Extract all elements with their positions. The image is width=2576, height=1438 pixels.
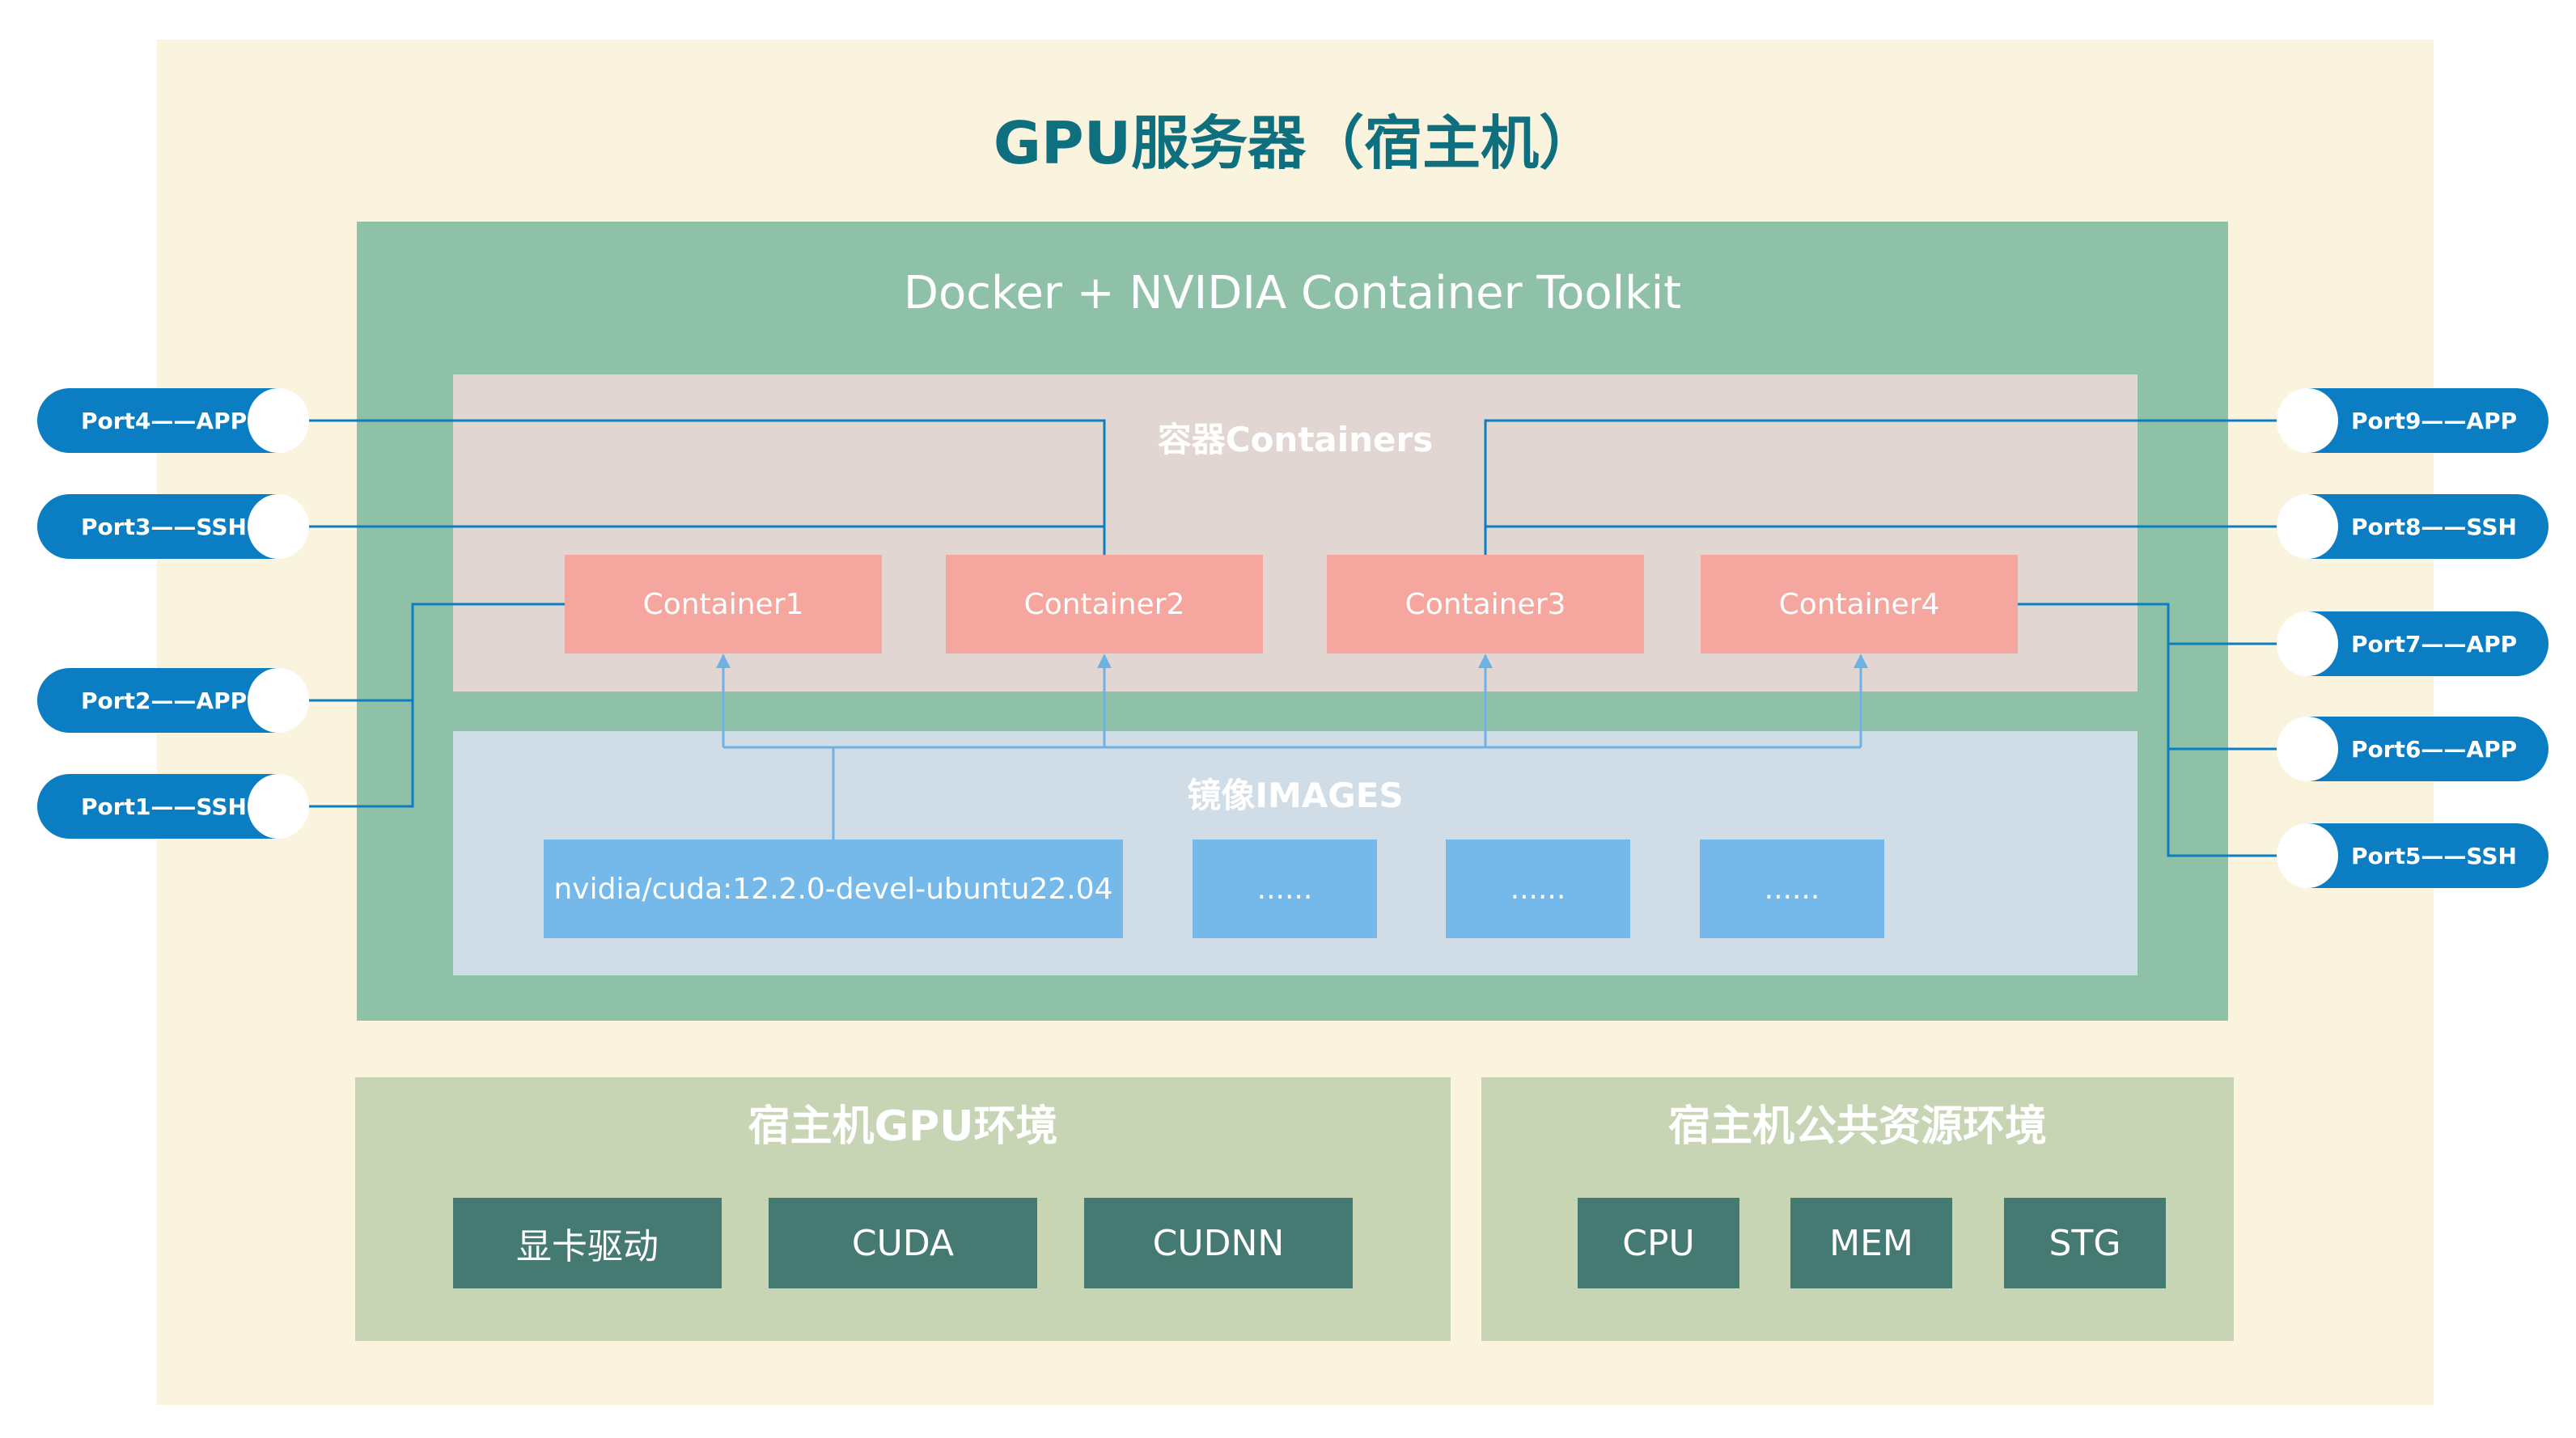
common-env-title: 宿主机公共资源环境: [1667, 1102, 2047, 1151]
image-box-placeholder-3: ......: [1700, 840, 1884, 938]
port-label: Port8——SSH: [2351, 513, 2517, 540]
container-box-3: Container3: [1327, 555, 1644, 653]
image-box-placeholder-1: ......: [1193, 840, 1377, 938]
port-3-ssh: Port3——SSH: [37, 494, 309, 559]
port-label: Port2——APP: [81, 687, 248, 714]
docker-title: Docker + NVIDIA Container Toolkit: [903, 267, 1682, 319]
port-label: Port1——SSH: [81, 793, 247, 820]
port-6-app: Port6——APP: [2277, 717, 2548, 781]
gpu-env-item-driver: 显卡驱动: [453, 1198, 722, 1288]
image-connectors: [716, 653, 1868, 840]
containers-title: 容器Containers: [1157, 420, 1434, 459]
common-env-item-cpu: CPU: [1578, 1198, 1739, 1288]
container-box-2: Container2: [946, 555, 1263, 653]
gpu-env-item-cuda: CUDA: [769, 1198, 1037, 1288]
port-2-app: Port2——APP: [37, 668, 309, 733]
port-label: Port3——SSH: [81, 513, 247, 540]
image-box-placeholder-2: ......: [1446, 840, 1630, 938]
gpu-env-title: 宿主机GPU环境: [748, 1102, 1058, 1151]
port-connectors: [270, 413, 2314, 863]
port-label: Port6——APP: [2351, 735, 2518, 763]
common-env-item-mem: MEM: [1790, 1198, 1952, 1288]
image-box-cuda: nvidia/cuda:12.2.0-devel-ubuntu22.04: [544, 840, 1123, 938]
host-title: GPU服务器（宿主机）: [993, 109, 1598, 177]
port-5-ssh: Port5——SSH: [2277, 823, 2548, 888]
gpu-env-item-cudnn: CUDNN: [1084, 1198, 1353, 1288]
port-label: Port9——APP: [2351, 407, 2518, 434]
port-label: Port7——APP: [2351, 630, 2518, 658]
port-label: Port5——SSH: [2351, 842, 2517, 869]
container-box-1: Container1: [565, 555, 882, 653]
port-4-app: Port4——APP: [37, 388, 309, 453]
common-env-item-stg: STG: [2004, 1198, 2166, 1288]
port-9-app: Port9——APP: [2277, 388, 2548, 453]
port-1-ssh: Port1——SSH: [37, 774, 309, 839]
images-title: 镜像IMAGES: [1187, 776, 1404, 815]
port-7-app: Port7——APP: [2277, 611, 2548, 676]
container-box-4: Container4: [1701, 555, 2018, 653]
port-label: Port4——APP: [81, 407, 248, 434]
port-8-ssh: Port8——SSH: [2277, 494, 2548, 559]
